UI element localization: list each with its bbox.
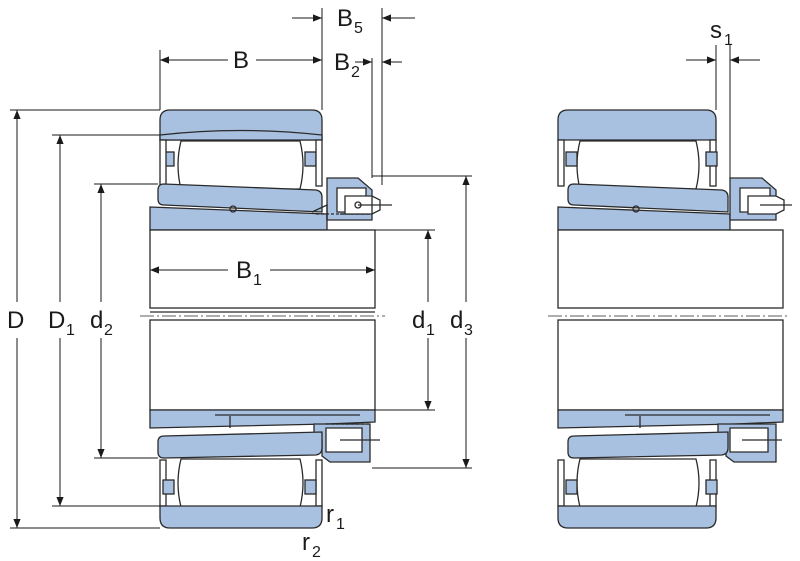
label-r2-sub: 2 [312,544,321,561]
inner-ring-upper [157,183,323,213]
label-d1-sub: 1 [426,322,435,339]
label-B2: B [334,49,350,76]
label-B: B [233,47,249,74]
label-d2: d [90,307,103,334]
labels: B B 5 B 2 s 1 B 1 D D 1 d 2 d 1 d 3 r 1 … [7,5,733,561]
inner-ring-lower [157,431,323,459]
sleeve-bore-lower [149,319,376,411]
label-B5: B [337,5,353,32]
label-d3: d [450,307,463,334]
label-D: D [7,307,24,334]
roller-lower [177,458,304,508]
outer-ring-lower [159,505,323,529]
label-d1: d [412,307,425,334]
label-B5-sub: 5 [354,20,363,37]
label-B1: B [236,257,252,284]
label-d2-sub: 2 [104,322,113,339]
label-B2-sub: 2 [351,64,360,81]
label-r1-sub: 1 [336,516,345,533]
right-view [548,109,792,529]
sleeve-bore-upper [149,229,376,309]
label-D1-sub: 1 [66,322,75,339]
label-r2: r [302,529,310,556]
label-B1-sub: 1 [253,272,262,289]
label-r1: r [326,501,334,528]
dimension-lines [10,8,760,529]
label-d3-sub: 3 [464,322,473,339]
roller-upper [177,140,304,190]
left-view [140,109,392,529]
label-s1: s [710,17,722,44]
label-s1-sub: 1 [724,32,733,49]
label-D1: D [48,307,65,334]
